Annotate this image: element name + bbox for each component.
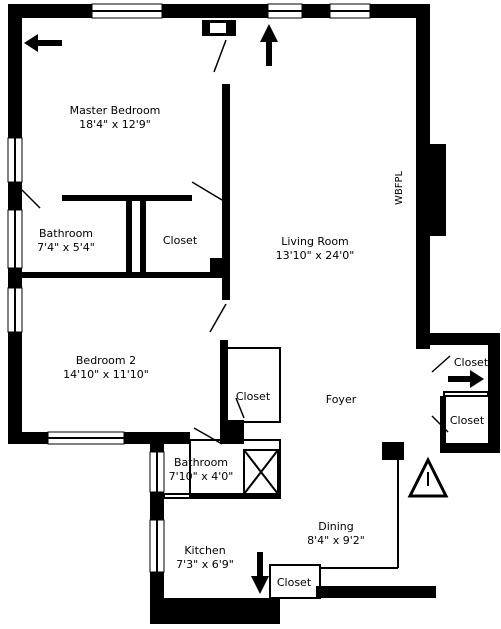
bedroom-2-name: Bedroom 2 (76, 354, 136, 367)
wall-bath-right (126, 201, 132, 275)
living-room-size: 13'10" x 24'0" (276, 249, 355, 262)
wall-bath2-block (222, 420, 244, 444)
dining-name: Dining (318, 520, 354, 533)
wall-closets-left (440, 396, 446, 453)
room-labels: Master Bedroom 18'4" x 12'9" Living Room… (37, 104, 489, 589)
bathroom-2-size: 7'10" x 4'0" (169, 470, 234, 483)
wall-closet2 (225, 347, 281, 423)
warning-triangle-icon (407, 456, 449, 498)
master-bedroom-size: 18'4" x 12'9" (79, 118, 151, 131)
closet5-box (269, 564, 321, 599)
closet-2-label: Closet (236, 390, 271, 403)
bedroom-2-size: 14'10" x 11'10" (63, 368, 149, 381)
wall-living-notch (210, 258, 228, 276)
closet-1-label: Closet (163, 234, 198, 247)
wall-closets-top (416, 333, 500, 345)
wall-right-closets (488, 333, 500, 453)
kitchen-name: Kitchen (184, 544, 225, 557)
arrow-down-icon (251, 552, 269, 594)
dining-size: 8'4" x 9'2" (307, 534, 365, 547)
wall-bed-divider (22, 272, 230, 278)
arrow-up-icon (260, 24, 278, 66)
exterior-walls (8, 4, 500, 624)
fireplace-label: WBFPL (394, 171, 405, 206)
wall-kitchen-top (163, 493, 281, 499)
bathroom-2-name: Bathroom (174, 456, 228, 469)
wall-bed2-right (220, 340, 228, 444)
arrow-left-icon (24, 34, 62, 52)
wall-closets-bottom (442, 443, 500, 453)
wall-bath-top (62, 195, 192, 201)
wall-master-right (222, 84, 230, 300)
living-room-name: Living Room (281, 235, 349, 248)
closet-3-label: Closet (454, 356, 489, 369)
wall-bath2 (189, 439, 281, 497)
windows (7, 3, 371, 573)
wall-kitchen-bottom (150, 598, 280, 624)
kitchen-size: 7'3" x 6'9" (176, 558, 234, 571)
foyer-label: Foyer (326, 393, 357, 406)
bathroom-1-name: Bathroom (39, 227, 93, 240)
closet-4-label: Closet (450, 414, 485, 427)
wall-closet1-right (140, 195, 146, 275)
wall-dining-post (382, 442, 404, 460)
wall-kitchen-bottom-right (316, 586, 436, 598)
interior-walls (22, 84, 489, 599)
fireplace (416, 144, 446, 236)
wall-closets-divider (443, 391, 489, 397)
bathroom-1-size: 7'4" x 5'4" (37, 241, 95, 254)
master-bedroom-name: Master Bedroom (70, 104, 161, 117)
arrow-right-icon (448, 370, 484, 388)
closet-5-label: Closet (277, 576, 312, 589)
